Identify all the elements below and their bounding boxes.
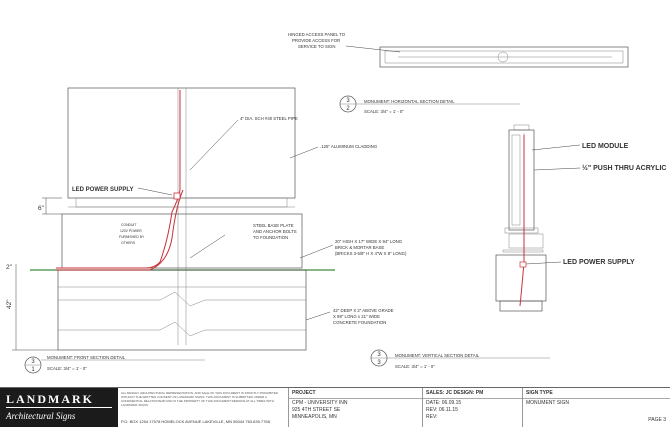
vertical-section-view: LED MODULE ½" PUSH THRU ACRYLIC LED POWE… <box>370 124 666 369</box>
sign-type-value: MONUMENT SIGN <box>526 400 569 406</box>
cabinet-base-plate <box>75 197 288 208</box>
vertical-foundation <box>499 300 543 312</box>
svg-text:3: 3 <box>346 98 350 104</box>
label-led-power-supply-vertical: LED POWER SUPPLY <box>563 259 635 266</box>
note-hinged-panel-3: SERVICE TO SIGN <box>298 44 336 49</box>
label-base-plate-3: TO FOUNDATION <box>253 235 288 240</box>
project-line-3: MINNEAPOLIS, MN <box>292 414 337 420</box>
label-conduit-1: CONDUIT <box>121 223 136 227</box>
sales-design: SALES: JC DESIGN: PM <box>426 390 484 396</box>
note-hinged-panel-2: PROVIDE ACCESS FOR <box>292 38 340 43</box>
power-conduit <box>56 90 181 269</box>
label-led-module: LED MODULE <box>582 143 629 150</box>
revision-1: REV: 06.11.15 <box>426 407 458 413</box>
project-line-2: 925 4TH STREET SE <box>292 407 341 413</box>
sign-type-cell: SIGN TYPE MONUMENT SIGN PAGE 3 <box>522 388 670 427</box>
page-number: PAGE 3 <box>648 417 666 423</box>
technical-drawing: 6" 2" 42" 4" DIA. SCH #40 STEEL PIPE .12… <box>6 32 666 374</box>
project-cell: PROJECT CPM - UNIVERSITY INN 925 4TH STR… <box>288 388 422 427</box>
horizontal-cabinet-outer <box>379 46 629 68</box>
front-section-view: 6" 2" 42" 4" DIA. SCH #40 STEEL PIPE .12… <box>6 87 407 374</box>
legal-notice: ALL DESIGN, ARCHITECTURAL REPRESENTATION… <box>121 391 278 407</box>
project-line-1: CPM - UNIVERSITY INN <box>292 400 348 406</box>
vertical-cabinet <box>508 129 535 231</box>
vertical-section-scale: SCALE: 3/4" = 1' - 0" <box>395 364 435 369</box>
sign-type-label: SIGN TYPE <box>526 390 553 396</box>
break-line-lower <box>58 321 306 337</box>
label-conduit-4: OTHERS <box>121 241 136 245</box>
label-foundation-3: CONCRETE FOUNDATION <box>333 320 386 325</box>
label-foundation-1: 42" DEEP X 2" ABOVE GRADE <box>333 308 394 313</box>
label-conduit-2: 120V POWER <box>120 229 142 233</box>
brick-base <box>61 213 303 269</box>
horizontal-section-scale: SCALE: 3/4" = 1' - 0" <box>364 109 404 114</box>
svg-text:3: 3 <box>31 359 35 365</box>
horizontal-section-title: MONUMENT: HORIZONTAL SECTION DETAIL <box>364 99 455 104</box>
power-wire <box>56 189 184 271</box>
label-base-plate-2: AND ANCHOR BOLTS <box>253 229 297 234</box>
front-section-scale: SCALE: 3/4" = 1' - 0" <box>47 366 87 371</box>
company-address: P.O. BOX 1254 17578 HOMELOCK AVENUE LAKE… <box>121 419 270 424</box>
label-led-power-supply-front: LED POWER SUPPLY <box>72 187 133 193</box>
label-conduit-3: FURNISHED BY <box>119 235 145 239</box>
led-power-supply-box <box>173 192 181 200</box>
dim-6in: 6" <box>38 205 45 212</box>
label-brick-base-2: BRICK & MORTAR BASE <box>335 245 384 250</box>
logo-wordmark: LANDMARK <box>6 392 94 406</box>
svg-text:1: 1 <box>31 367 35 373</box>
label-brick-base-1: 20" HIGH X 17" WIDE X 94" LONG <box>335 239 403 244</box>
landmark-logo: LANDMARK Architectural Signs <box>0 388 118 427</box>
dim-42in: 42" <box>6 299 13 309</box>
logo-subtitle: Architectural Signs <box>6 411 76 421</box>
svg-text:3: 3 <box>377 352 381 358</box>
project-label: PROJECT <box>292 390 316 396</box>
revision-2: REV: <box>426 414 438 420</box>
date-line: DATE: 06.09.15 <box>426 400 462 406</box>
sign-cabinet <box>67 87 296 199</box>
sales-cell: SALES: JC DESIGN: PM DATE: 06.09.15 REV:… <box>422 388 522 427</box>
vertical-section-title: MONUMENT: VERTICAL SECTION DETAIL <box>395 353 480 358</box>
svg-text:2: 2 <box>346 106 350 112</box>
label-aluminum-cladding: .125" ALUMINUM CLADDING <box>320 144 378 149</box>
label-base-plate-1: STEEL BASE PLATE <box>253 223 294 228</box>
note-hinged-panel-1: HINGED ACCESS PANEL TO <box>288 32 346 37</box>
title-block: LANDMARK Architectural Signs ALL DESIGN,… <box>0 387 670 427</box>
horizontal-pipe <box>497 51 509 63</box>
vertical-power-wire <box>519 135 525 307</box>
break-line-upper <box>58 291 306 307</box>
horizontal-section-view: HINGED ACCESS PANEL TO PROVIDE ACCESS FO… <box>288 32 629 114</box>
label-foundation-2: X 98" LONG x 21" WIDE <box>333 314 380 319</box>
dim-2in: 2" <box>6 264 13 271</box>
svg-text:3: 3 <box>377 360 381 366</box>
front-section-title: MONUMENT: FRONT SECTION DETAIL <box>47 355 126 360</box>
label-push-thru-acrylic: ½" PUSH THRU ACRYLIC <box>582 164 666 172</box>
label-steel-pipe: 4" DIA. SCH #40 STEEL PIPE <box>240 116 298 121</box>
label-brick-base-3: (BRICKS 3-5/8" H X 4"W X 8" LONG) <box>335 251 407 256</box>
concrete-foundation <box>57 269 307 351</box>
